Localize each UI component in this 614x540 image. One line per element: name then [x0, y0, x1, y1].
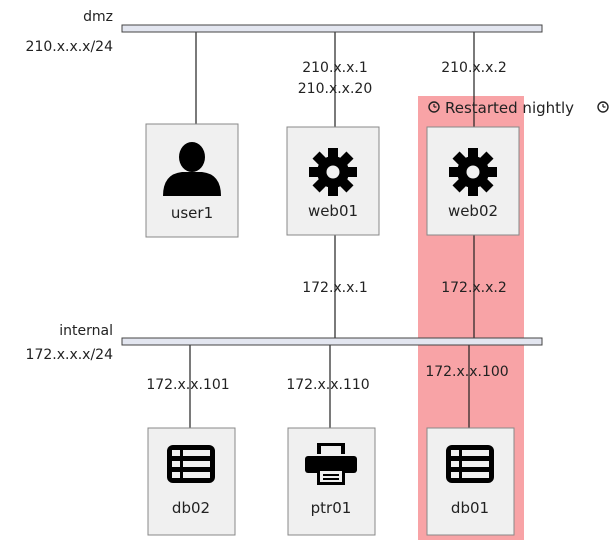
database-icon: [446, 445, 494, 483]
web02-internal-address: 172.x.x.2: [441, 280, 507, 296]
db02-internal-address: 172.x.x.101: [146, 377, 229, 393]
internal-network-name: internal: [59, 323, 113, 339]
internal-network-subnet: 172.x.x.x/24: [26, 347, 114, 363]
clock-icon: [597, 101, 609, 113]
node-db01-label: db01: [451, 499, 489, 517]
user-icon: [163, 142, 221, 196]
ptr01-internal-address: 172.x.x.110: [286, 377, 369, 393]
node-db02-label: db02: [172, 499, 210, 517]
dmz-network-name: dmz: [83, 9, 113, 25]
node-db01[interactable]: db01: [426, 427, 515, 536]
web01-dmz-address-1: 210.x.x.1: [302, 60, 368, 76]
node-web01[interactable]: web01: [286, 126, 380, 236]
dmz-network-subnet: 210.x.x.x/24: [26, 39, 114, 55]
clock-icon: [428, 101, 440, 113]
node-ptr01[interactable]: ptr01: [287, 427, 376, 536]
gear-icon: [309, 148, 357, 196]
web02-dmz-address: 210.x.x.2: [441, 60, 507, 76]
connector-lines: [189, 32, 475, 428]
node-web02-label: web02: [448, 202, 498, 220]
node-user1-label: user1: [171, 204, 213, 222]
node-user1[interactable]: user1: [145, 123, 239, 238]
internal-bus: [121, 337, 543, 346]
gear-icon: [449, 148, 497, 196]
web01-internal-address: 172.x.x.1: [302, 280, 368, 296]
db01-internal-address: 172.x.x.100: [425, 364, 508, 380]
web01-dmz-address-2: 210.x.x.20: [298, 81, 372, 97]
node-web01-label: web01: [308, 202, 358, 220]
restart-group-label: Restarted nightly: [445, 99, 574, 117]
printer-icon: [305, 443, 357, 485]
node-web02[interactable]: web02: [426, 126, 520, 236]
node-db02[interactable]: db02: [147, 427, 236, 536]
node-ptr01-label: ptr01: [311, 499, 352, 517]
database-icon: [167, 445, 215, 483]
dmz-bus: [121, 24, 543, 33]
